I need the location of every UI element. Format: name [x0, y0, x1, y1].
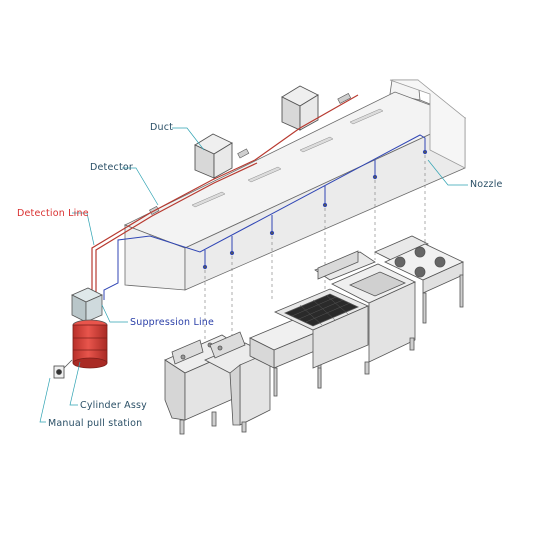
detector-label: Detector	[90, 162, 133, 173]
detection-line	[91, 94, 359, 295]
duct-label: Duct	[150, 122, 174, 133]
manual-pull-station-label: Manual pull station	[48, 418, 143, 429]
burner-stove	[374, 235, 464, 324]
suppression-line	[103, 134, 426, 300]
detection-line-label: Detection Line	[17, 208, 89, 219]
nozzle-drops	[202, 149, 428, 270]
nozzle-label: Nozzle	[470, 179, 503, 190]
cylinder-assy	[71, 287, 108, 369]
duct-1	[194, 133, 233, 179]
projection-lines	[204, 155, 426, 350]
manual-pull-station-device	[53, 359, 73, 379]
range-unit	[314, 250, 416, 375]
cylinder-assy-label: Cylinder Assy	[80, 400, 147, 411]
leader-lines	[39, 127, 468, 423]
suppression-line-label: Suppression Line	[130, 317, 215, 328]
charbroiler	[274, 288, 369, 389]
duct-2	[281, 85, 319, 131]
